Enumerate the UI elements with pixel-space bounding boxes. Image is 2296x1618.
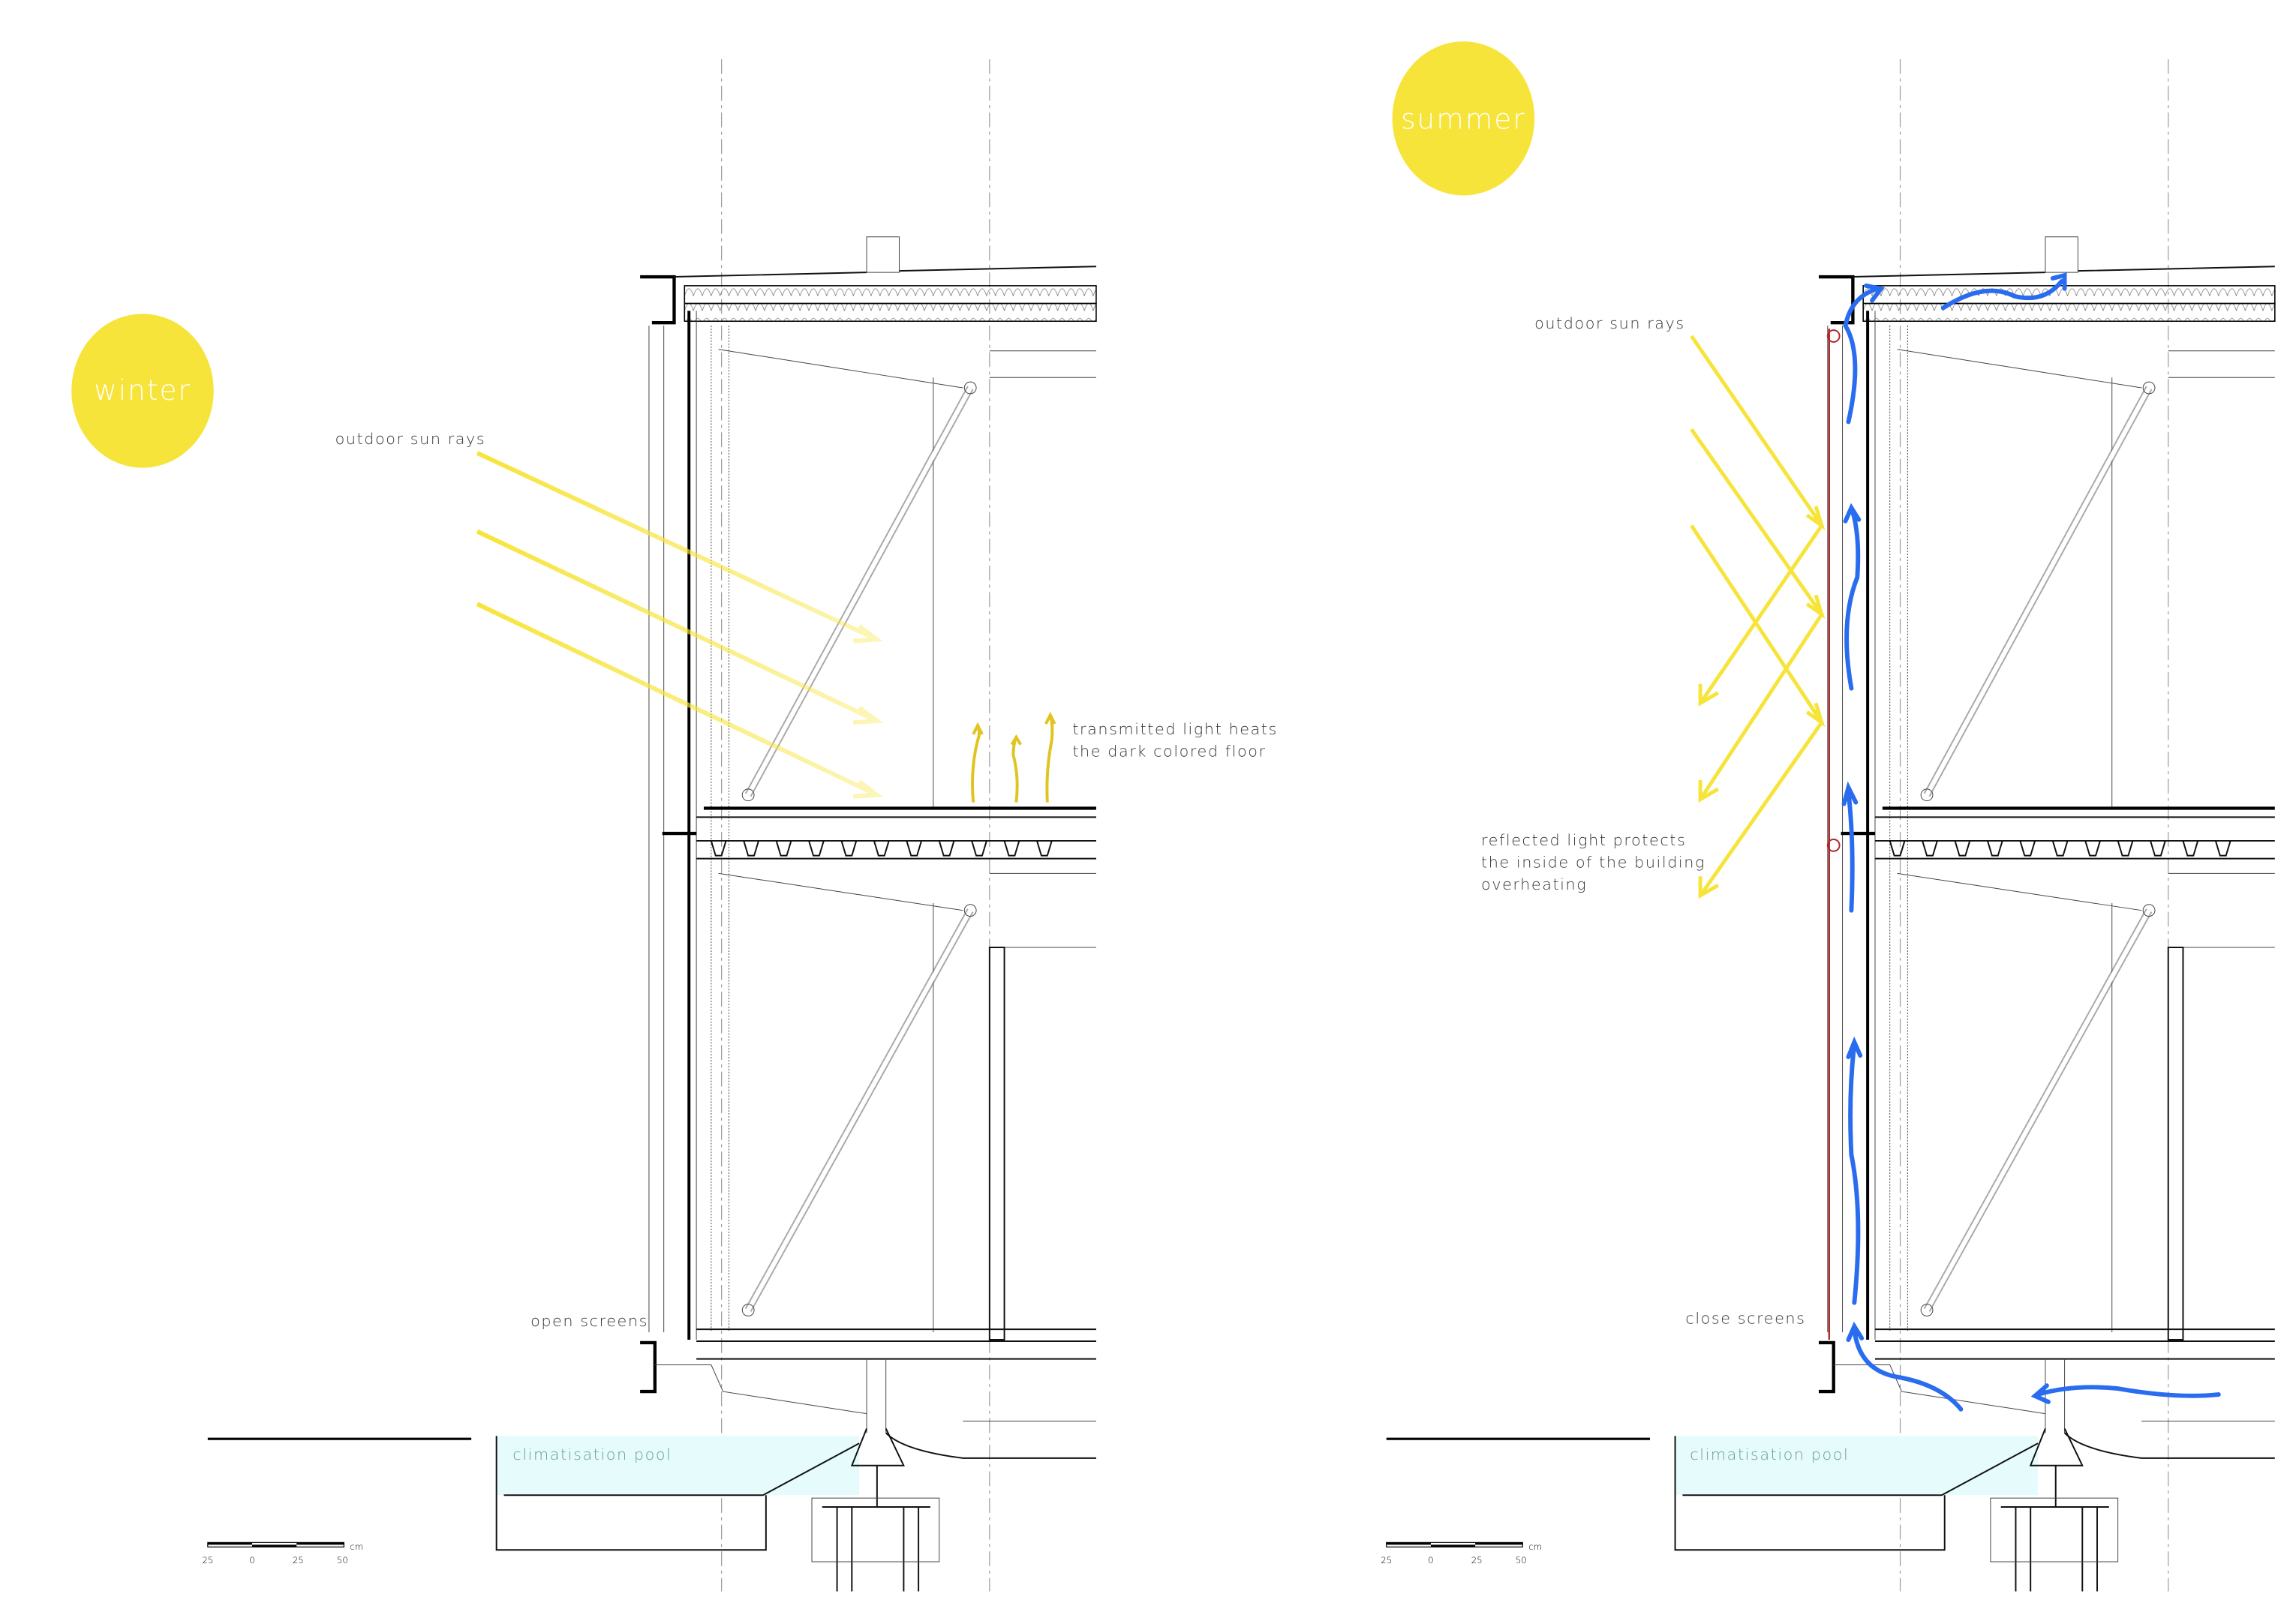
heat-label-line1: transmitted light heats xyxy=(1072,720,1278,738)
reflected-ray-arrow xyxy=(1690,428,1826,803)
summer-facade-section xyxy=(1387,59,2275,1592)
air-flow-arrow-icon xyxy=(1940,272,2067,311)
sun-ray-arrow xyxy=(476,529,884,725)
heat-arrow-icon xyxy=(971,722,984,803)
reflected-ray-arrow xyxy=(1690,335,1826,707)
summer-sun-icon xyxy=(1392,41,1535,196)
summer-label: summer xyxy=(1401,103,1526,136)
reflect-label-line1: reflected light protects xyxy=(1481,831,1686,849)
winter-sun-rays-label: outdoor sun rays xyxy=(335,430,486,448)
sun-ray-arrow xyxy=(476,602,884,799)
winter-sun-rays xyxy=(476,451,884,799)
summer-sun-rays-label: outdoor sun rays xyxy=(1534,314,1685,332)
summer-reflected-rays xyxy=(1690,335,1826,899)
open-screens-label: open screens xyxy=(530,1312,648,1330)
scale-tick: 50 xyxy=(337,1555,348,1565)
scale-tick: 25 xyxy=(1471,1555,1483,1565)
air-flow-arrow-icon xyxy=(2030,1383,2221,1404)
close-screens-label: close screens xyxy=(1685,1309,1805,1327)
scale-tick: 50 xyxy=(1516,1555,1527,1565)
heat-arrow-icon xyxy=(1044,711,1056,803)
scale-tick: 25 xyxy=(293,1555,304,1565)
air-flow-arrows xyxy=(1841,272,2221,1412)
air-flow-arrow-icon xyxy=(1843,503,1862,691)
screen-roller-icon xyxy=(1826,838,1841,852)
scale-tick: 0 xyxy=(1428,1555,1434,1565)
scale-unit: cm xyxy=(1528,1541,1542,1552)
winter-label: winter xyxy=(94,374,191,407)
winter-pool-label: climatisation pool xyxy=(512,1445,672,1463)
winter-facade-section xyxy=(208,59,1096,1592)
heat-rising-arrows xyxy=(971,711,1056,803)
winter-panel: winter outdoor sun rays transmitted ligh… xyxy=(71,59,1278,1592)
winter-scale-bar: 25 0 25 50 cm xyxy=(202,1541,363,1565)
air-flow-arrow-icon xyxy=(1841,781,1859,913)
air-flow-arrow-icon xyxy=(1846,1321,1964,1412)
summer-pool-label: climatisation pool xyxy=(1690,1445,1849,1463)
heat-label-line2: the dark colored floor xyxy=(1072,742,1266,760)
winter-sun-icon xyxy=(71,314,214,468)
scale-tick: 0 xyxy=(249,1555,255,1565)
scale-tick: 25 xyxy=(1381,1555,1392,1565)
summer-scale-bar: 25 0 25 50 cm xyxy=(1381,1541,1542,1565)
reflect-label-line3: overheating xyxy=(1481,875,1587,893)
scale-tick: 25 xyxy=(202,1555,213,1565)
reflected-ray-arrow xyxy=(1690,524,1826,899)
screen-roller-icon xyxy=(1826,329,1841,343)
reflect-label-line2: the inside of the building xyxy=(1481,853,1705,871)
scale-unit: cm xyxy=(350,1541,363,1552)
sun-ray-arrow xyxy=(476,451,884,644)
heat-arrow-icon xyxy=(1010,734,1022,803)
air-flow-arrow-icon xyxy=(1846,1036,1863,1305)
summer-panel: summer outdoor sun rays reflected light … xyxy=(1381,41,2275,1591)
air-flow-arrow-icon xyxy=(1843,283,1886,425)
